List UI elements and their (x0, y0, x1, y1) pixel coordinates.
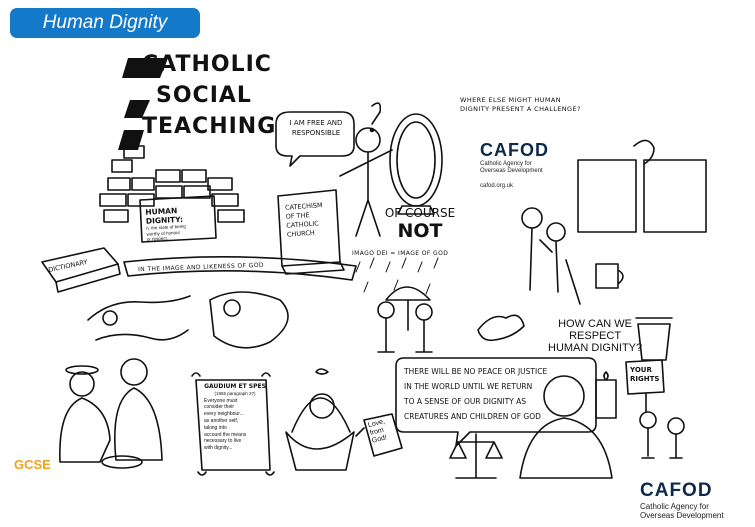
cafod-logo-bottom: CAFOD Catholic Agency for Overseas Devel… (640, 480, 724, 520)
dignity-sign-text: HUMAN DIGNITY: n. the state of being wor… (145, 204, 213, 242)
question-top-line-2: DIGNITY PRESENT A CHALLENGE? (460, 105, 581, 113)
catechism-title: CATECHISM OF THE CATHOLIC CHURCH (285, 200, 337, 239)
scroll-line-2: consider their (204, 404, 235, 411)
kneeling-figure-head (69, 371, 95, 397)
mug (595, 263, 624, 289)
adam-figure (87, 295, 191, 321)
scales (449, 433, 503, 479)
free-bubble (275, 111, 355, 167)
dignity-sign-board (139, 195, 217, 243)
how-respect: HOW CAN WE RESPECT HUMAN DIGNITY? (548, 318, 642, 354)
free-line-2: RESPONSIBLE (291, 129, 341, 137)
gcse-badge: GCSE (14, 457, 51, 472)
dove (477, 314, 525, 342)
imago-dei: IMAGO DEI = IMAGE OF GOD (352, 250, 449, 257)
love-tag (363, 413, 403, 457)
helper-head (521, 207, 543, 229)
peace-line-4: CREATURES AND CHILDREN OF GOD (404, 412, 541, 421)
scroll-line-5: taking into (204, 424, 227, 431)
your-rights-text: YOUR RIGHTS (630, 366, 659, 384)
peace-quote: THERE WILL BE NO PEACE OR JUSTICE IN THE… (404, 364, 592, 424)
cafod-logo-top: CAFOD Catholic Agency for Overseas Devel… (480, 140, 549, 190)
how-respect-line-3: HUMAN DIGNITY? (548, 342, 643, 354)
banner-shape (123, 256, 357, 281)
scroll-line-4: as another self, (204, 417, 239, 424)
your-rights-line-1: YOUR (630, 366, 652, 374)
peace-line-1: THERE WILL BE NO PEACE OR JUSTICE (404, 367, 548, 376)
wash-bowl (101, 455, 143, 469)
cst-line-2: SOCIAL (156, 83, 252, 108)
scroll (195, 379, 271, 471)
peace-line-2: IN THE WORLD UNTIL WE RETURN (404, 382, 533, 391)
recycle-bin (635, 317, 673, 361)
cst-stripe-2 (124, 100, 150, 118)
scroll-text: GAUDIUM ET SPES (1965 paragraph 27) Ever… (204, 383, 266, 452)
how-respect-line-2: RESPECT (569, 330, 622, 342)
page-title: Human Dignity (42, 12, 168, 33)
scroll-line-1: Everyone must (204, 397, 238, 404)
frame-question-mark (633, 139, 655, 165)
cst-stripe-1 (122, 58, 168, 78)
how-respect-line-1: HOW CAN WE (558, 318, 633, 330)
scroll-line-8: with dignity... (204, 445, 233, 452)
cst-stripe-3 (118, 130, 144, 150)
rain (355, 257, 439, 295)
question-top-line-1: WHERE ELSE MIGHT HUMAN (460, 96, 561, 104)
scroll-line-3: every neighbour... (204, 411, 244, 418)
peace-quote-bubble (395, 357, 597, 447)
peace-line-3: TO A SENSE OF OUR DIGNITY AS (404, 397, 527, 406)
free-line-1: I AM FREE AND (289, 119, 343, 127)
candle (595, 379, 617, 419)
umbrella (385, 286, 431, 301)
of-course-not: OF COURSE NOT (384, 206, 456, 242)
not-line: NOT (397, 220, 443, 242)
scroll-ref: (1965 paragraph 27) (214, 390, 256, 396)
free-bubble-text: I AM FREE AND RESPONSIBLE (284, 118, 348, 138)
cafod-wordmark-top: CAFOD (480, 140, 549, 160)
question-top: WHERE ELSE MIGHT HUMAN DIGNITY PRESENT A… (460, 96, 581, 114)
cafod-wordmark-bottom: CAFOD (640, 480, 713, 501)
cafod-url: cafod.org.uk (480, 183, 514, 189)
frame-left (577, 159, 637, 233)
pope-head (543, 375, 585, 417)
cafod-bottom-sub-2: Overseas Development (640, 511, 724, 520)
cafod-bottom-sub-1: Catholic Agency for (640, 502, 709, 511)
scroll-line-6: account the means (204, 431, 247, 438)
cafod-sub-line-1: Catholic Agency for (480, 161, 532, 167)
gift-basket (285, 431, 355, 471)
boy-head (355, 127, 381, 153)
cafod-sub-line-2: Overseas Development (480, 168, 543, 174)
scroll-title: GAUDIUM ET SPES (204, 383, 266, 390)
page-title-pill: Human Dignity (10, 8, 200, 38)
scroll-line-7: necessary to live (204, 438, 242, 445)
frame-right (643, 159, 707, 233)
your-rights-line-2: RIGHTS (630, 375, 660, 383)
of-course-line: OF COURSE (384, 206, 456, 220)
question-mark (371, 102, 382, 125)
